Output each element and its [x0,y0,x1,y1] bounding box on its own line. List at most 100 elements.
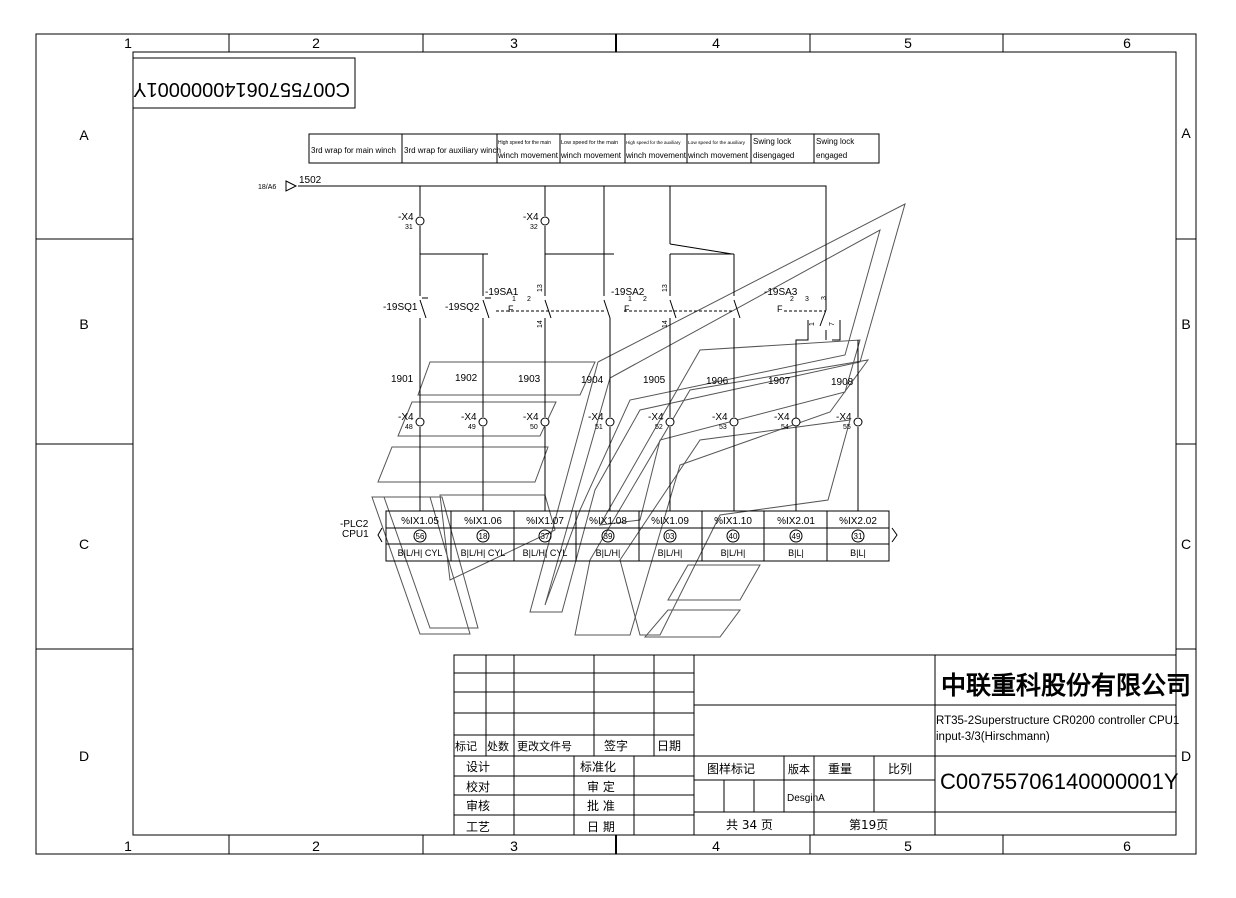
page-number: 第19页 [849,818,888,832]
device-pin: 14 [537,320,544,328]
column-label: 4 [712,838,720,854]
plc-pin-circle [601,529,615,543]
terminal-num: 31 [405,224,413,231]
watermark-logo [371,203,906,638]
wire-number: 1905 [643,375,666,386]
plc-pin-circle [663,529,677,543]
device-pin: 2 [527,296,531,303]
plc-type: B|L/H| [658,548,683,558]
row-label: C [79,536,89,552]
mirrored-stamp-text: C00755706140000001Y [133,78,350,100]
column-label: 4 [712,35,720,51]
terminal-circle [853,417,863,427]
column-label: 6 [1123,838,1131,854]
drawing-title-line1: RT35-2Superstructure CR0200 controller C… [936,715,1179,727]
terminal-num: 32 [530,224,538,231]
wiring [285,180,859,511]
plc-pin-circle [789,529,803,543]
plc-type: B|L| [788,548,804,558]
plc-pin: 37 [541,532,550,541]
plc-address: %IX2.01 [777,516,815,527]
bottom-terminal-labels: -X4 48 -X4 49 -X4 50 -X4 51 -X4 52 -X4 5… [398,412,852,431]
device-pin: 14 [662,320,669,328]
plc-pin: 40 [729,532,738,541]
role-label: 批 准 [587,798,615,813]
function-header-label: Swing lock [816,137,855,146]
revision-header: 处数 [487,740,509,753]
terminal-circle [791,417,801,427]
plc-address: %IX1.05 [401,516,439,527]
column-labels-bottom: 1 2 3 4 5 6 [124,838,1131,854]
function-header-label: High speed for the auxiliary [626,140,681,145]
selector-symbol: F [624,304,630,314]
function-header-label: 3rd wrap for auxiliary winch [404,146,501,155]
terminal-tag: -X4 [461,412,477,423]
wire-number: 1906 [706,376,729,387]
terminal-tag: -X4 [398,212,414,223]
column-label: 6 [1123,35,1131,51]
plc-pin: 56 [416,532,425,541]
terminal-tag: -X4 [712,412,728,423]
plc-type: B|L/H| CYL [461,548,506,558]
terminal-circle [415,216,425,226]
terminal-tag: -X4 [523,212,539,223]
device-pin: 1 [512,296,516,303]
terminal-num: 52 [655,424,663,431]
company-name: 中联重科股份有限公司 [941,671,1191,700]
column-label: 1 [124,838,132,854]
plc-pin-circle [851,529,865,543]
device-tag: -19SA3 [764,287,798,298]
function-header-label: disengaged [753,151,794,160]
column-labels-top: 1 2 3 4 5 6 [124,35,1131,51]
plc-type: B|L| [850,548,866,558]
device-tag: -19SA2 [611,287,645,298]
title-block [453,654,1177,836]
function-headers: 3rd wrap for main winch 3rd wrap for aux… [308,133,880,164]
terminal-tag: -X4 [648,412,664,423]
terminal-num: 53 [719,424,727,431]
mirrored-stamp: C00755706140000001Y [132,57,356,109]
device-labels: -19SQ1 -19SQ2 -19SA1 -19SA2 -19SA3 F F F… [383,284,836,328]
column-label: 5 [904,35,912,51]
terminal-circle [415,417,425,427]
device-pin: 13 [537,284,544,292]
plc-type: B|L/H| CYL [398,548,443,558]
device-pin: 2 [790,296,794,303]
plc-pin-circle [476,529,490,543]
column-label: 2 [312,35,320,51]
terminal-num: 49 [468,424,476,431]
revision-header: 标记 [455,739,477,753]
function-header-label: engaged [816,151,847,160]
plc-address: %IX1.06 [464,516,502,527]
terminal-tag: -X4 [398,412,414,423]
wire-number: 1901 [391,374,414,385]
terminal-num: 55 [843,424,851,431]
device-pin: 13 [662,284,669,292]
terminal-num: 54 [781,424,789,431]
plc-tag: -PLC2 [340,519,369,530]
plc-address: %IX2.02 [839,516,877,527]
wire-number: 1907 [768,376,791,387]
plc-type: B|L/H| CYL [523,548,568,558]
device-tag: -19SQ1 [383,302,418,313]
plc-pin: 03 [666,532,675,541]
plc-pin-circle [413,529,427,543]
selector-symbol: F [777,304,783,314]
title-block-text: 标记 处数 更改文件号 签字 日期 设计 校对 审核 工艺 标准化 审 定 批 … [455,671,1191,834]
plc-address: %IX1.10 [714,516,752,527]
device-pin: 1 [809,322,816,326]
role-label: 标准化 [580,760,616,774]
column-label: 1 [124,35,132,51]
plc-pin: 49 [792,532,801,541]
row-label: D [79,748,89,764]
role-label: 日 期 [587,820,615,834]
plc-pin-circle [538,529,552,543]
device-pin: 3 [821,296,828,300]
function-header-label: Swing lock [753,137,792,146]
terminal-circles [415,216,863,427]
plc-type: B|L/H| [721,548,746,558]
function-header-label: winch movement [497,151,559,160]
revision-header: 更改文件号 [517,739,572,753]
role-label: 设计 [466,760,490,774]
version-label: 版本 [788,762,810,776]
